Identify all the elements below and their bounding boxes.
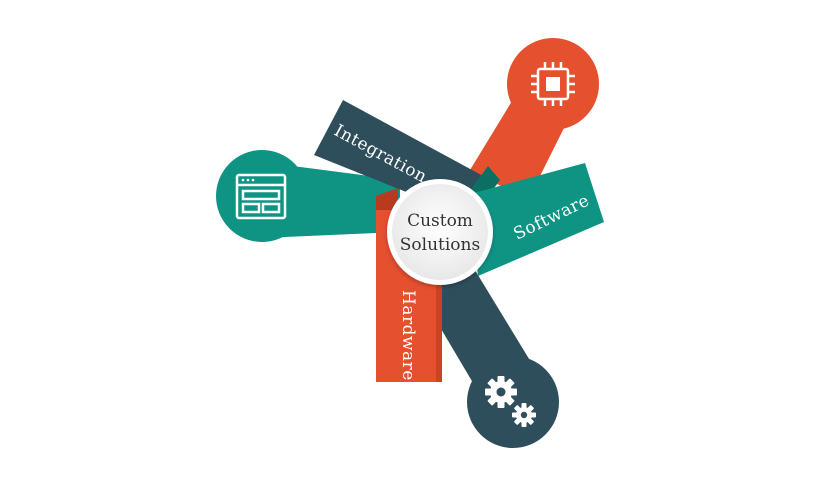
gears-arm [418, 262, 559, 448]
chip-arm [470, 38, 599, 200]
software-band: Software [466, 163, 604, 276]
center-title-line2: Solutions [400, 235, 480, 255]
center-circle-inner [392, 184, 488, 280]
browser-circle [216, 150, 308, 242]
hardware-band-edge [436, 210, 442, 382]
center-title-line1: Custom [407, 211, 473, 231]
software-band-shape [470, 163, 604, 276]
hardware-label: Hardware [398, 290, 418, 381]
browser-arm [216, 150, 400, 242]
gears-icon [485, 376, 536, 427]
browser-window-icon [235, 173, 287, 220]
hardware-band-fold [376, 188, 398, 214]
center-hub: Custom Solutions [387, 179, 493, 285]
chip-icon [531, 62, 575, 106]
